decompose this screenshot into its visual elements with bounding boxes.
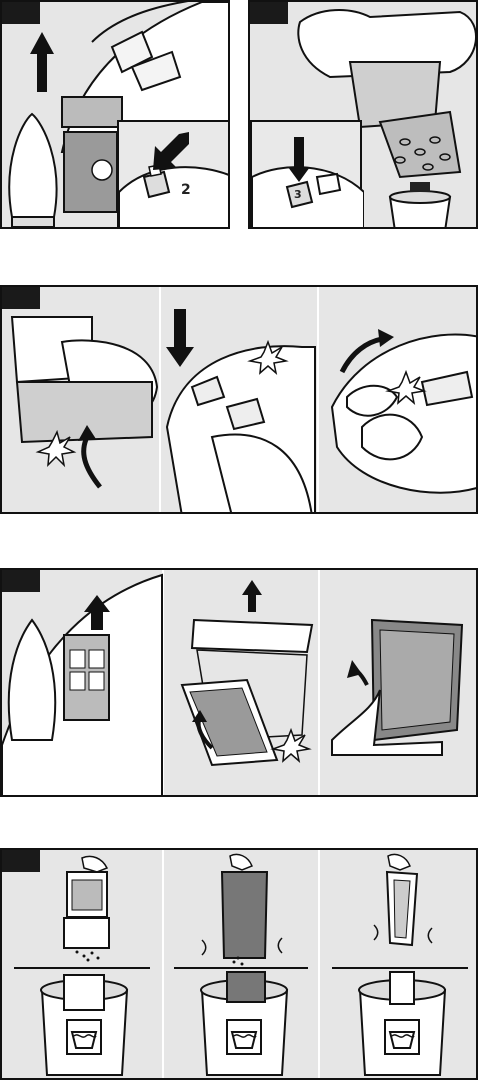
inset-1a: 2 xyxy=(117,120,228,227)
washing-symbol-icon xyxy=(384,1019,420,1055)
click-burst-icon xyxy=(385,369,427,406)
step-tab-1a xyxy=(2,2,40,24)
panel-3 xyxy=(0,568,478,797)
step-tab-3 xyxy=(2,570,40,592)
step-tab-2 xyxy=(2,287,40,309)
washing-symbol-icon xyxy=(226,1019,262,1055)
click-burst-icon xyxy=(247,339,289,376)
hand-icon xyxy=(229,853,253,871)
hand-icon xyxy=(387,853,411,871)
inset-1b: 3 xyxy=(250,120,364,227)
illustration-filter-removal xyxy=(2,573,464,795)
arrow-up-icon xyxy=(84,595,110,630)
panel-4 xyxy=(0,848,478,1080)
arrow-up-icon xyxy=(30,32,54,92)
illustration-lift-handle xyxy=(8,2,228,227)
bucket-icon xyxy=(200,971,289,1076)
click-burst-icon xyxy=(270,727,312,764)
washing-symbol-icon xyxy=(66,1019,102,1055)
illustration-wash-filters xyxy=(14,853,468,1076)
arrow-down-icon xyxy=(153,132,189,170)
panel-2 xyxy=(0,285,478,514)
panel-1a: 2 xyxy=(0,0,230,229)
step-tab-4 xyxy=(2,850,40,872)
illustration-empty-container xyxy=(297,9,476,227)
bucket-icon xyxy=(358,971,447,1076)
curved-arrow-icon xyxy=(347,660,369,686)
step-tab-1b xyxy=(250,2,288,24)
inset-number-2: 2 xyxy=(181,182,191,198)
arrow-down-icon xyxy=(288,137,310,182)
dust-particles-icon xyxy=(394,136,451,171)
curved-arrow-icon xyxy=(78,425,102,489)
arrow-down-icon xyxy=(166,309,194,367)
inset-number-3: 3 xyxy=(294,188,302,201)
illustration-reinsert-container xyxy=(10,309,476,512)
dust-particles-icon xyxy=(75,950,100,962)
hand-icon xyxy=(81,855,109,873)
dust-particles-icon xyxy=(232,956,244,966)
bucket-icon xyxy=(40,974,129,1076)
curved-arrow-icon xyxy=(339,329,394,374)
bucket-icon xyxy=(388,182,452,227)
arrow-up-icon xyxy=(242,580,262,612)
panel-1b: 3 xyxy=(248,0,478,229)
click-burst-icon xyxy=(35,429,77,468)
curved-arrow-icon xyxy=(192,710,214,750)
